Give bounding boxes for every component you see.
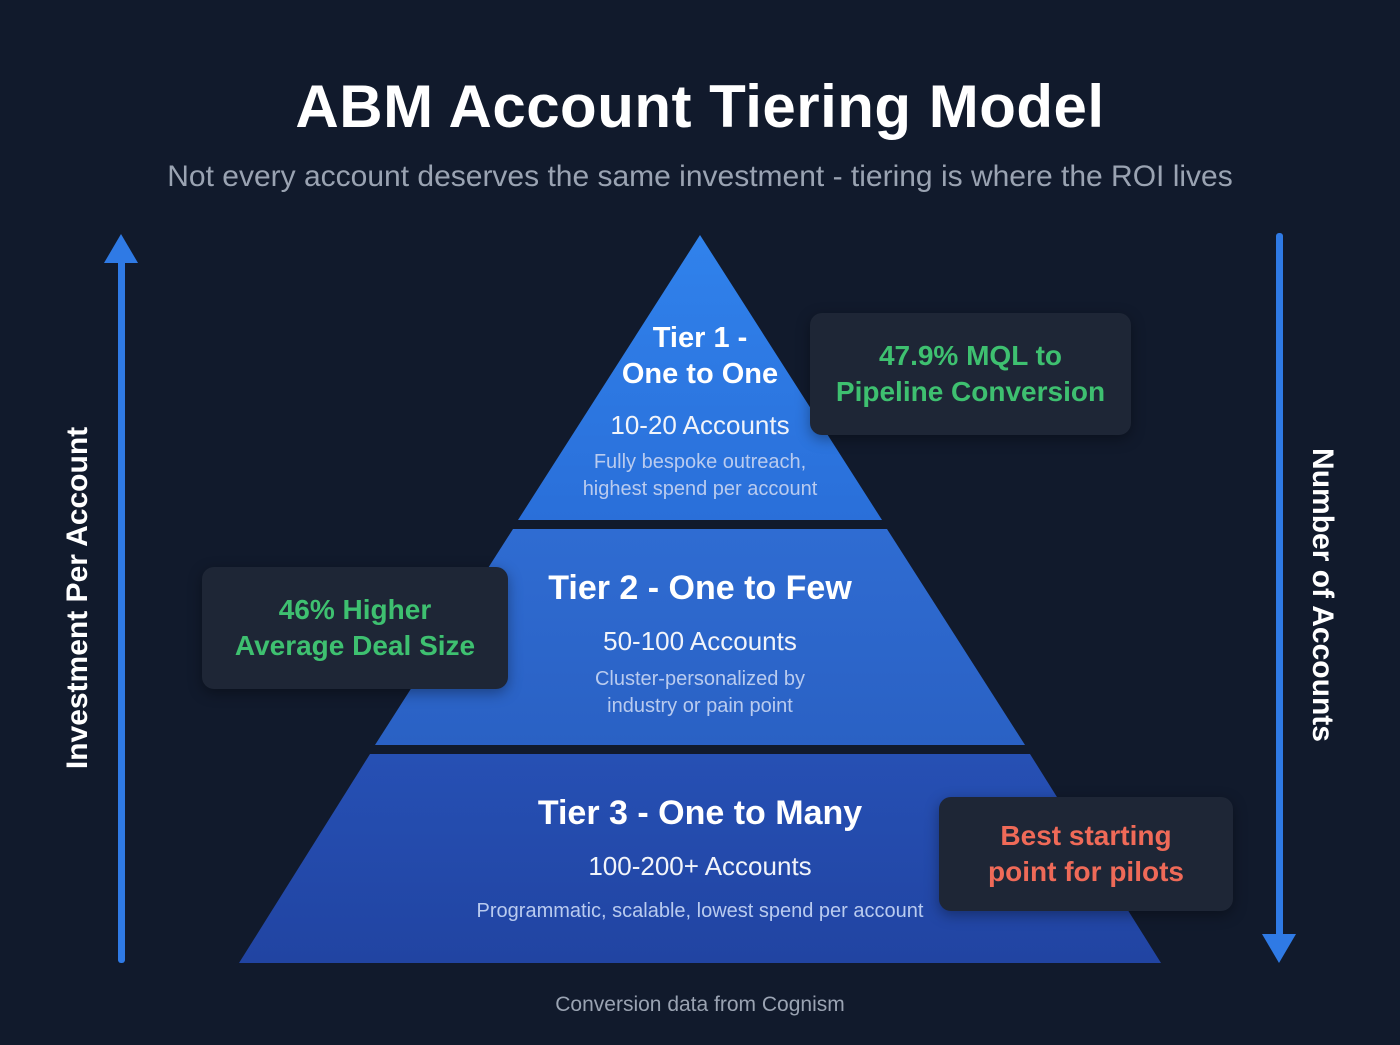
source-footnote: Conversion data from Cognism <box>555 993 845 1016</box>
callout-1-line1: 47.9% MQL to <box>878 340 1063 371</box>
callout-2-line2: Average Deal Size <box>234 630 476 661</box>
tier-3-name: Tier 3 - One to Many <box>537 794 863 832</box>
right-axis-label: Number of Accounts <box>1306 448 1339 742</box>
tier-3-shape <box>239 754 1161 963</box>
up-arrow-icon <box>104 234 138 963</box>
callout-pilot-start: Best starting point for pilots <box>939 797 1233 911</box>
page-subtitle: Not every account deserves the same inve… <box>167 160 1233 193</box>
callout-1-line2: Pipeline Conversion <box>835 376 1106 407</box>
tier-3-label: Tier 3 - One to Many 100-200+ Accounts P… <box>400 793 1000 925</box>
callout-deal-size: 46% Higher Average Deal Size <box>202 567 508 689</box>
tier-2-desc-line2: industry or pain point <box>607 695 793 717</box>
callout-mql-conversion: 47.9% MQL to Pipeline Conversion <box>810 313 1131 435</box>
tier-1-desc-line2: highest spend per account <box>582 478 818 500</box>
left-axis-label: Investment Per Account <box>61 426 94 770</box>
tier-2-shape <box>375 529 1025 745</box>
tier-2-desc-line1: Cluster-personalized by <box>594 668 806 690</box>
tier-1-label: Tier 1 - One to One 10-20 Accounts Fully… <box>550 320 850 503</box>
tier-1-shape <box>518 235 882 520</box>
tier-1-accounts: 10-20 Accounts <box>610 410 790 440</box>
tier-1-name-line2: One to One <box>621 358 779 390</box>
callout-2-line1: 46% Higher <box>278 594 432 625</box>
page-title: ABM Account Tiering Model <box>295 73 1105 140</box>
callout-3-line2: point for pilots <box>988 856 1184 887</box>
tier-2-name: Tier 2 - One to Few <box>548 569 852 607</box>
tier-1-desc-line1: Fully bespoke outreach, <box>593 451 807 473</box>
tier-3-desc: Programmatic, scalable, lowest spend per… <box>476 900 924 922</box>
tier-3-accounts: 100-200+ Accounts <box>588 851 812 881</box>
tier-2-label: Tier 2 - One to Few 50-100 Accounts Clus… <box>450 568 950 720</box>
tier-2-accounts: 50-100 Accounts <box>603 626 797 656</box>
down-arrow-icon <box>1262 233 1296 963</box>
tier-1-name-line1: Tier 1 - <box>652 322 748 354</box>
callout-3-line1: Best starting <box>1000 820 1172 851</box>
